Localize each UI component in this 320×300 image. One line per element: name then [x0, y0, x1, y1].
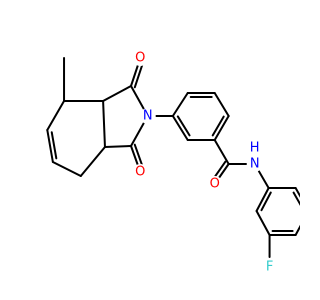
bond [292, 191, 300, 206]
bond [79, 146, 106, 177]
bond [102, 100, 106, 148]
bond [213, 92, 230, 117]
atom-label-oxygen-top-bg [132, 50, 149, 66]
bond [211, 115, 225, 137]
bond [213, 139, 230, 165]
atom-label-nitrogen-imide: N [143, 109, 153, 124]
bond [260, 191, 272, 212]
bond [171, 115, 189, 141]
atom-label-oxygen-bottom: O [135, 165, 145, 180]
atom-label-nitrogen-amide: N [250, 157, 260, 172]
bond [171, 92, 189, 117]
bond [176, 115, 191, 137]
bond [46, 100, 66, 131]
bond [103, 145, 132, 148]
bond [51, 161, 82, 177]
atom-label-fluorine: F [266, 260, 273, 275]
atom-label-oxygen-amide: O [210, 177, 220, 192]
bond [213, 115, 230, 141]
bond [46, 129, 54, 163]
atom-label-oxygen-top: O [135, 51, 145, 66]
atom-label-oxygen-bottom-bg [132, 164, 149, 180]
bond [294, 187, 300, 198]
atom-label-nitrogen-imide-bg [139, 108, 156, 124]
bond [102, 85, 132, 102]
bond [255, 210, 271, 236]
bond [50, 131, 58, 160]
atom-label-hydrogen-amide: H [250, 141, 260, 156]
atom-label-oxygen-amide-bg [206, 176, 223, 192]
atom-label-nitrogen-amide-bg [246, 156, 263, 172]
bond [294, 224, 300, 236]
bond [255, 187, 270, 212]
